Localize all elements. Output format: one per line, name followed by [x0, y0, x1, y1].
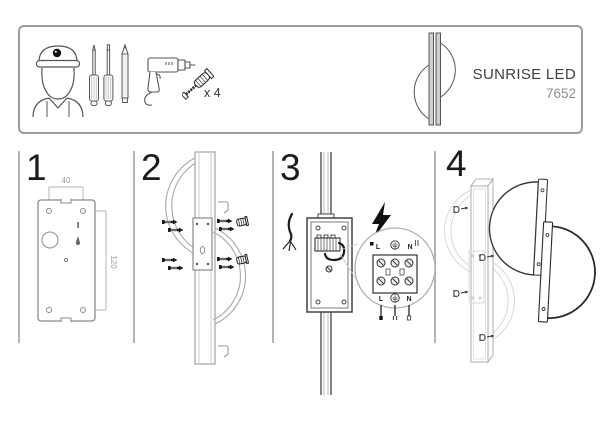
divider-3 — [272, 151, 274, 343]
lower-diffuser — [537, 221, 596, 323]
brand-block: SUNRISE LED 7652 — [408, 66, 576, 101]
mounting-plate — [37, 198, 96, 323]
step-2-diagram — [160, 151, 249, 365]
divider-1 — [18, 151, 20, 343]
product-name: SUNRISE LED — [472, 66, 576, 83]
terminal-bottom-neutral-label: N — [406, 296, 411, 303]
step-2-number: 2 — [141, 147, 162, 188]
divider-2 — [133, 151, 135, 343]
installer-icon — [32, 45, 84, 118]
mounting-plate-on-bar — [192, 217, 213, 271]
step-1-number: 1 — [26, 147, 47, 188]
earth-icon-bottom — [390, 293, 400, 303]
divider-4 — [434, 151, 436, 343]
product-model: 7652 — [545, 86, 576, 101]
dim-height-label: 120 — [109, 255, 118, 269]
step-3-diagram: L N L N — [282, 152, 435, 395]
terminal-top-neutral-label: N — [407, 244, 412, 251]
wall-lamp-product-icon — [413, 32, 456, 126]
screw-wallplug-icon — [182, 67, 215, 101]
terminal-bottom-live-label: L — [379, 296, 384, 303]
junction-box — [306, 217, 353, 313]
step-1-diagram: 40 120 — [37, 176, 118, 323]
strip-wire-icon — [282, 212, 297, 252]
screwdrivers-pencil-icon — [89, 44, 129, 106]
step-3-number: 3 — [280, 147, 301, 188]
bar-arcs-ghost — [444, 189, 515, 343]
step-4-number: 4 — [446, 143, 467, 184]
dim-width-label: 40 — [62, 176, 71, 185]
screws-count-label: x 4 — [204, 86, 221, 100]
terminal-top-live-label: L — [376, 244, 381, 251]
terminal-block-detail: L N L N — [354, 227, 435, 321]
upper-diffuser — [488, 178, 549, 276]
electricity-warning-icon — [372, 202, 391, 239]
step-4-diagram — [444, 177, 596, 364]
earth-icon — [390, 240, 400, 250]
mains-cable — [317, 152, 335, 395]
kit-panel — [18, 25, 583, 134]
drill-icon — [144, 57, 196, 106]
callout-lines — [339, 243, 359, 283]
